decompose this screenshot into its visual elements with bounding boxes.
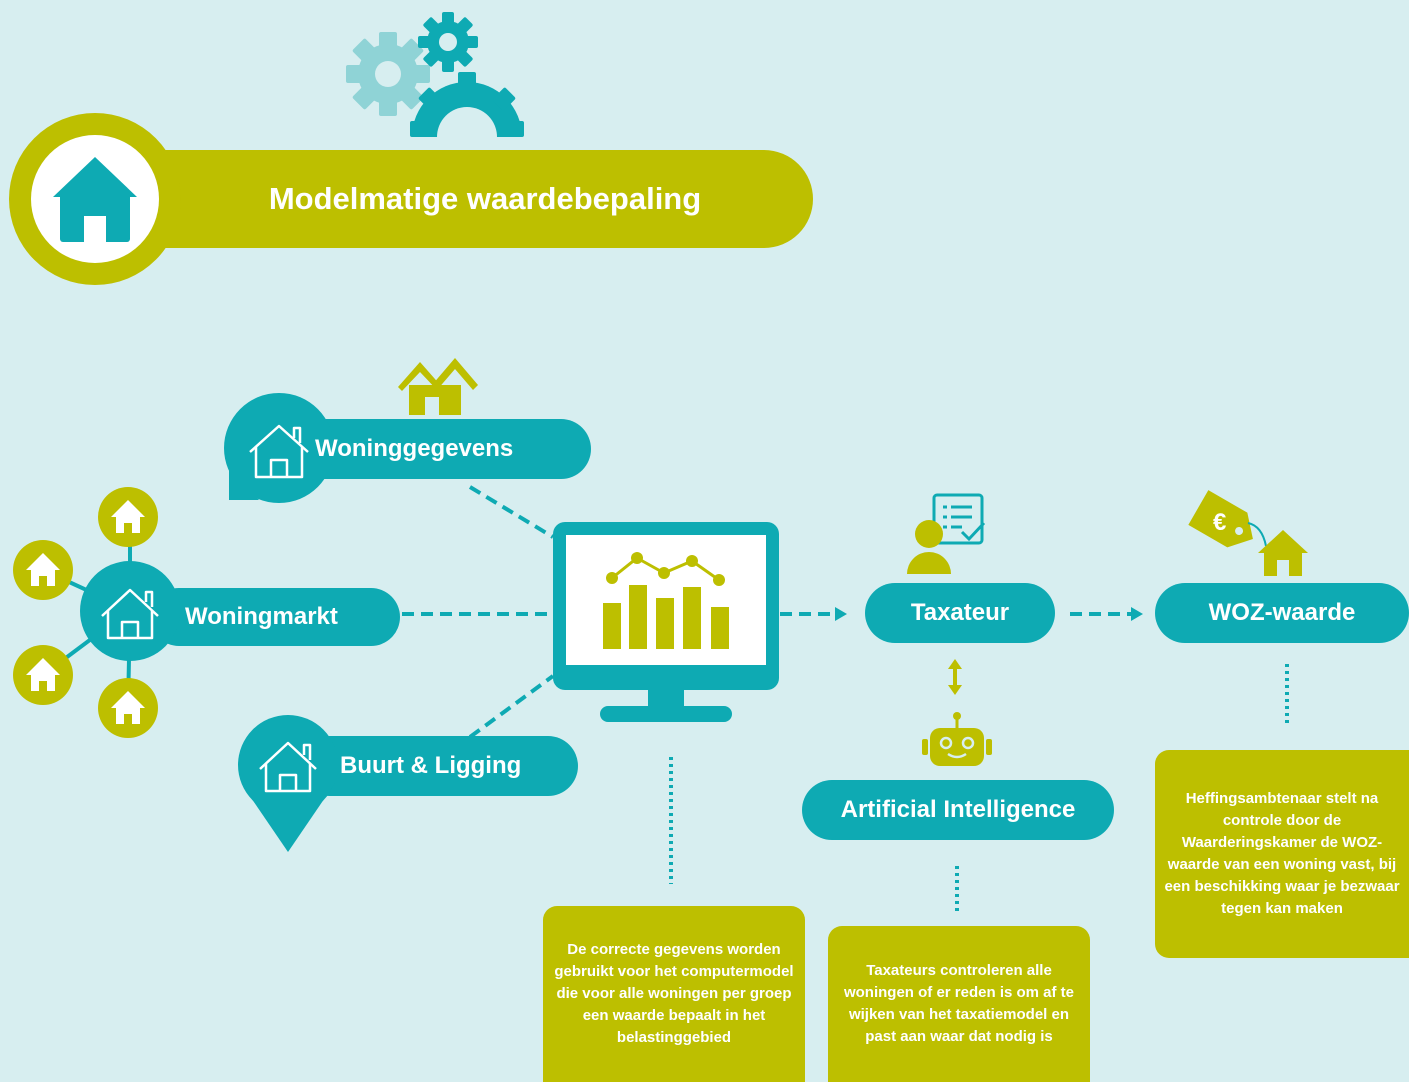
bar-chart-icon <box>603 585 729 649</box>
computer-icon <box>553 522 779 722</box>
ai-pill: Artificial Intelligence <box>802 780 1114 840</box>
house-outline-icon <box>249 424 309 479</box>
page-title: Modelmatige waardebepaling <box>268 181 702 216</box>
model-note: De correcte gegevens worden gebruikt voo… <box>543 906 805 1082</box>
svg-text:€: € <box>1213 509 1226 536</box>
buurt-ligging-label: Buurt & Ligging <box>340 752 522 779</box>
location-house-icon <box>259 741 317 793</box>
home-icon <box>53 157 137 242</box>
robot-icon <box>922 712 992 766</box>
houses-icon <box>398 358 478 415</box>
woz-pill: WOZ-waarde <box>1155 583 1409 643</box>
taxateur-icon <box>907 493 986 574</box>
header-bar <box>90 150 813 248</box>
gears-icon <box>346 12 524 137</box>
price-tag-icon: € <box>1188 490 1308 576</box>
taxateur-pill: Taxateur <box>865 583 1055 643</box>
taxateur-note: Taxateurs controleren alle woningen of e… <box>828 926 1090 1082</box>
double-arrow-icon <box>948 659 962 695</box>
small-houses <box>13 487 158 738</box>
woningmarkt-label: Woningmarkt <box>185 603 338 630</box>
woninggegevens-label: Woninggegevens <box>315 435 514 462</box>
woz-note: Heffingsambtenaar stelt na controle door… <box>1155 750 1409 958</box>
